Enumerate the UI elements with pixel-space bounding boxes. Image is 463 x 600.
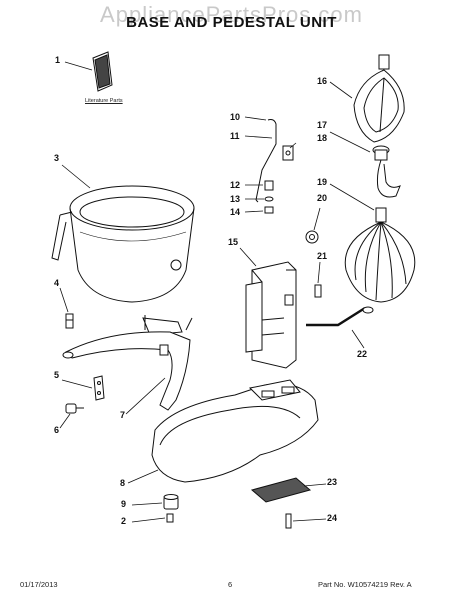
flat-beater [353, 54, 405, 143]
dough-hook [372, 145, 401, 198]
callout-24: 24 [327, 513, 338, 523]
callout-21: 21 [317, 251, 328, 261]
callout-16: 16 [317, 76, 328, 86]
footer-page-number: 6 [228, 580, 233, 589]
callout-8: 8 [120, 478, 126, 488]
callout-11: 11 [230, 131, 240, 141]
nut-part-14 [264, 206, 274, 214]
callout-15: 15 [228, 237, 239, 247]
literature-parts-label: Literature Parts [85, 98, 123, 104]
callout-13: 13 [230, 194, 241, 204]
foot-part-9 [163, 494, 179, 510]
base-pad [250, 477, 312, 503]
screw-part-6 [65, 403, 84, 414]
lift-handle [306, 306, 374, 327]
knob-part-20 [305, 230, 319, 244]
watermark: AppliancePartsPros.com [100, 2, 363, 27]
washer-part-13 [264, 196, 274, 202]
page-title: BASE AND PEDESTAL UNIT [126, 14, 337, 31]
callout-2: 2 [121, 516, 127, 526]
wire-whip [344, 207, 416, 303]
pedestal-column [245, 261, 297, 369]
literature-parts-booklet [92, 51, 113, 92]
callout-23: 23 [327, 477, 338, 487]
callout-19: 19 [317, 177, 328, 187]
pedestal-frame [62, 315, 193, 411]
callout-12: 12 [230, 180, 241, 190]
footer-part-number: Part No. W10574219 Rev. A [318, 580, 412, 589]
callout-22: 22 [357, 349, 368, 359]
callout-1: 1 [55, 55, 61, 65]
spring-part-12 [264, 180, 274, 191]
callout-3: 3 [54, 153, 60, 163]
pin-part-4 [65, 313, 74, 329]
callout-7: 7 [120, 410, 126, 420]
callout-14: 14 [230, 207, 241, 217]
screw-part-2 [166, 513, 174, 523]
callout-5: 5 [54, 370, 60, 380]
callout-20: 20 [317, 193, 328, 203]
bracket-part-5 [93, 375, 105, 401]
pin-part-21 [314, 284, 322, 298]
mixing-bowl [51, 185, 195, 303]
footer-date: 01/17/2013 [20, 580, 58, 589]
callout-9: 9 [121, 499, 127, 509]
screw-part-24 [285, 513, 292, 529]
stand-base [151, 379, 319, 483]
callout-10: 10 [230, 112, 241, 122]
callout-4: 4 [54, 278, 60, 288]
callout-17: 17 [317, 120, 328, 130]
callout-18: 18 [317, 133, 328, 143]
callout-6: 6 [54, 425, 60, 435]
lift-rod [255, 119, 294, 203]
